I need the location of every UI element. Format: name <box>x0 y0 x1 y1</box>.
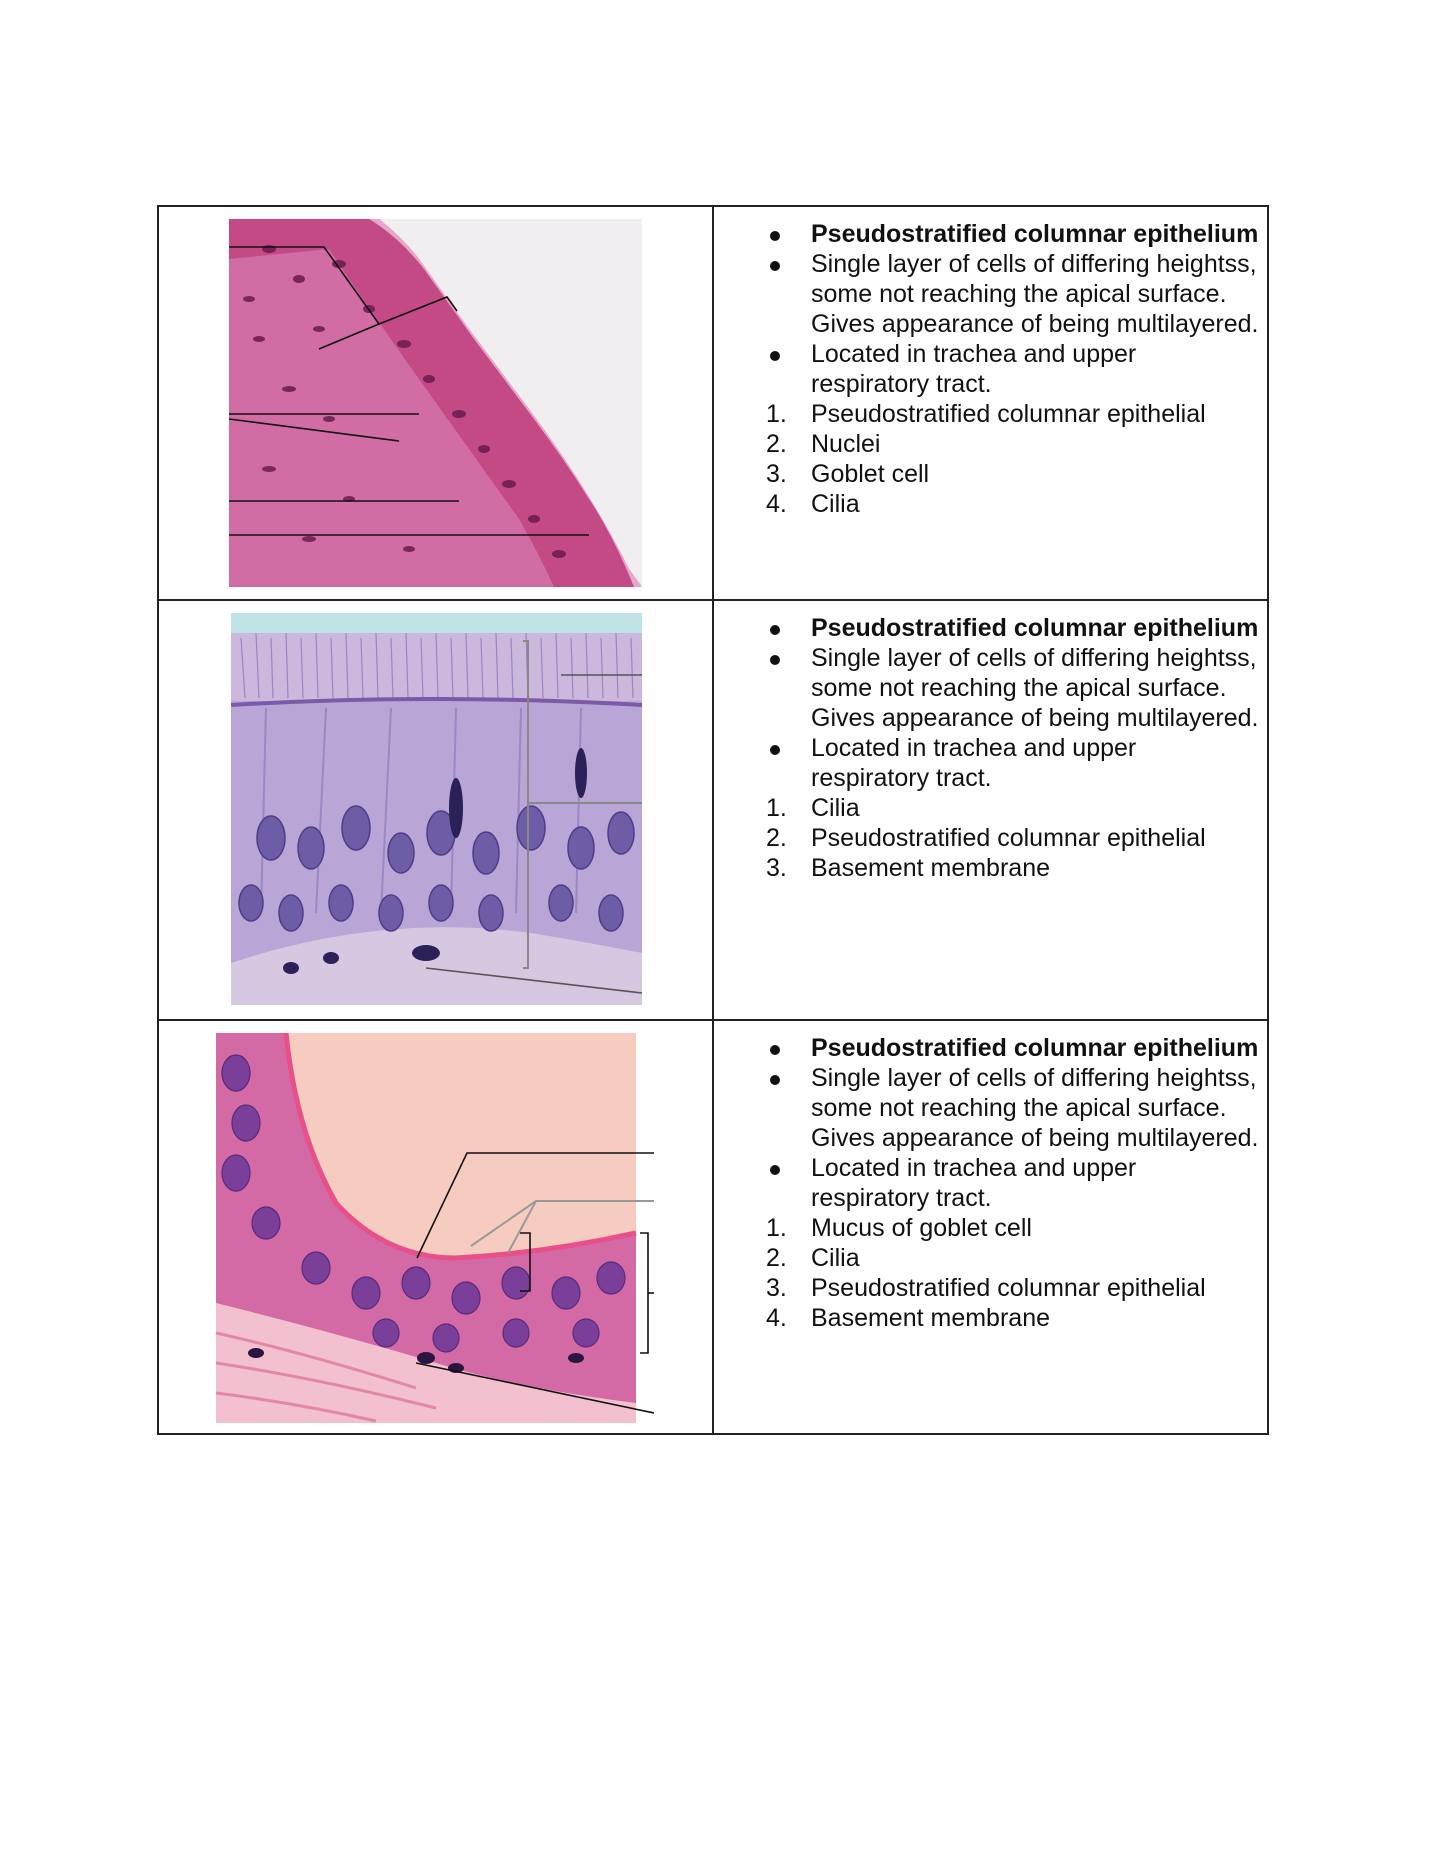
list-item: 1.Pseudostratified columnar epithelial <box>766 400 1206 428</box>
micrograph-trachea-1 <box>229 219 642 587</box>
facts-list: Pseudostratified columnar epithelium Sin… <box>714 1033 1259 1213</box>
list-item: 3.Pseudostratified columnar epithelial <box>766 1274 1206 1302</box>
tissue-name: Pseudostratified columnar epithelium <box>714 219 1259 249</box>
tissue-description: Single layer of cells of differing heigh… <box>714 249 1259 339</box>
list-item: 1.Mucus of goblet cell <box>766 1214 1032 1242</box>
image-cell <box>157 599 714 1021</box>
micrograph-trachea-3 <box>216 1033 654 1423</box>
tissue-description: Single layer of cells of differing heigh… <box>714 1063 1259 1153</box>
description-cell: Pseudostratified columnar epithelium Sin… <box>712 599 1269 1021</box>
labels-list: 1.Mucus of goblet cell 2.Cilia 3.Pseudos… <box>714 1213 1259 1333</box>
list-item: 3.Goblet cell <box>766 460 930 488</box>
description-cell: Pseudostratified columnar epithelium Sin… <box>712 1019 1269 1435</box>
tissue-location: Located in trachea and upper respiratory… <box>714 1153 1259 1213</box>
table-row: Pseudostratified columnar epithelium Sin… <box>157 205 1269 601</box>
list-item: 2.Pseudostratified columnar epithelial <box>766 824 1206 852</box>
tissue-name: Pseudostratified columnar epithelium <box>714 613 1259 643</box>
list-item: 2.Cilia <box>766 1244 860 1272</box>
micrograph-trachea-2 <box>231 613 642 1005</box>
list-item: 4.Basement membrane <box>766 1304 1051 1332</box>
facts-list: Pseudostratified columnar epithelium Sin… <box>714 613 1259 793</box>
labels-list: 1.Cilia 2.Pseudostratified columnar epit… <box>714 793 1259 883</box>
tissue-description: Single layer of cells of differing heigh… <box>714 643 1259 733</box>
image-cell <box>157 205 714 601</box>
list-item: 3.Basement membrane <box>766 854 1051 882</box>
list-item: 4.Cilia <box>766 490 860 518</box>
facts-list: Pseudostratified columnar epithelium Sin… <box>714 219 1259 399</box>
table-row: Pseudostratified columnar epithelium Sin… <box>157 599 1269 1021</box>
table-row: Pseudostratified columnar epithelium Sin… <box>157 1019 1269 1435</box>
list-item: 2.Nuclei <box>766 430 881 458</box>
histology-table: Pseudostratified columnar epithelium Sin… <box>157 205 1269 1435</box>
description-cell: Pseudostratified columnar epithelium Sin… <box>712 205 1269 601</box>
list-item: 1.Cilia <box>766 794 860 822</box>
tissue-location: Located in trachea and upper respiratory… <box>714 339 1259 399</box>
image-cell <box>157 1019 714 1435</box>
tissue-location: Located in trachea and upper respiratory… <box>714 733 1259 793</box>
labels-list: 1.Pseudostratified columnar epithelial 2… <box>714 399 1259 519</box>
tissue-name: Pseudostratified columnar epithelium <box>714 1033 1259 1063</box>
